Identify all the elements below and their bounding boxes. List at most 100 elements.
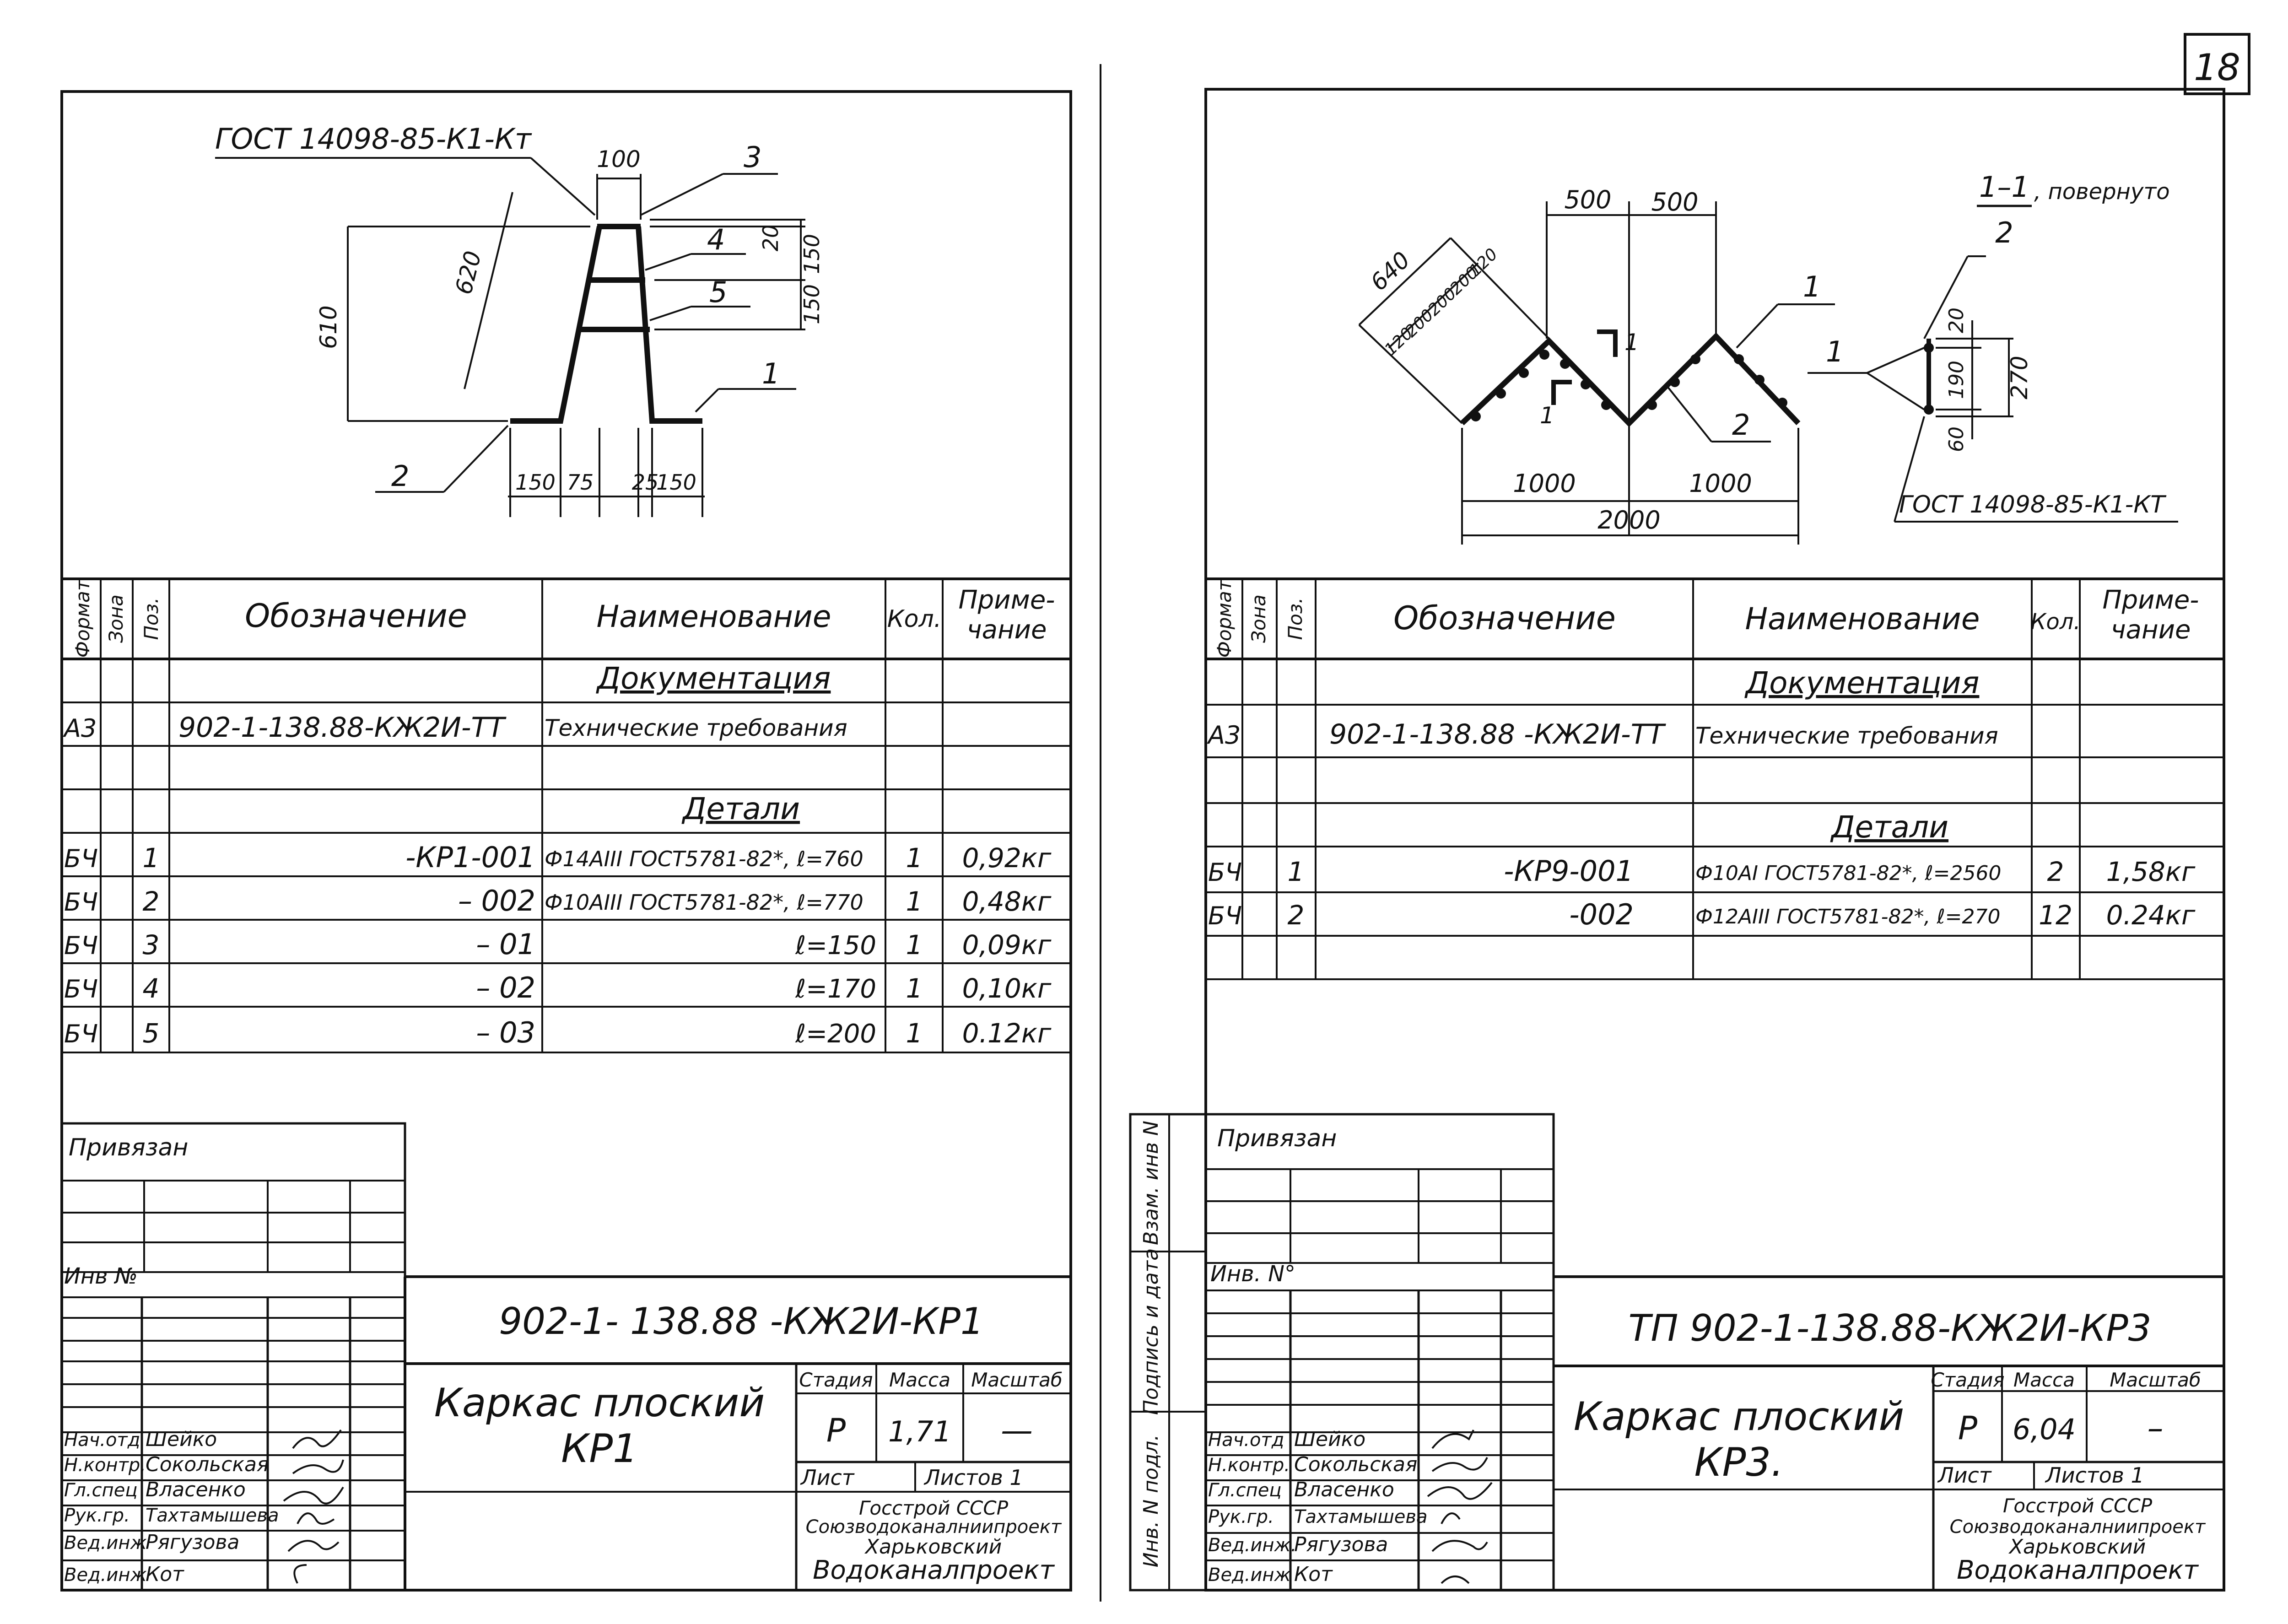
staff-role: Гл.спец bbox=[64, 1480, 138, 1501]
left-dim-100: 100 bbox=[597, 146, 640, 173]
cell-pos: 2 bbox=[143, 886, 160, 917]
right-hdr-note2: чание bbox=[2111, 615, 2191, 645]
right-stage-value: Р bbox=[1958, 1409, 1978, 1447]
section-dot-top bbox=[1924, 343, 1934, 353]
left-org-4: Водоканалпроект bbox=[813, 1555, 1055, 1585]
side-stamp-inv-original: Инв. N подл. bbox=[1139, 1435, 1163, 1568]
left-drawing-code: 902-1- 138.88 -КЖ2И-КР1 bbox=[499, 1300, 984, 1343]
cell-qty: 12 bbox=[2039, 900, 2072, 931]
cell-pos: 1 bbox=[143, 842, 160, 874]
right-sheet-label: Лист bbox=[1937, 1463, 1992, 1488]
cell-pos: 1 bbox=[1288, 856, 1305, 887]
right-staff-row: Вед.инж Кот bbox=[1208, 1563, 1333, 1586]
section-marker bbox=[1597, 329, 1618, 357]
left-section-parts: Детали bbox=[681, 791, 800, 826]
right-section-note: , повернуто bbox=[2034, 179, 2170, 205]
cell-format: БЧ bbox=[64, 888, 98, 917]
right-dim-500a: 500 bbox=[1564, 185, 1611, 214]
staff-role: Нач.отд bbox=[64, 1430, 140, 1451]
cell-name: Ф12АIII ГОСТ5781-82*, ℓ=270 bbox=[1695, 905, 2000, 928]
right-org-1: Госстрой СССР bbox=[2003, 1495, 2153, 1517]
cell-name: Ф10АI ГОСТ5781-82*, ℓ=2560 bbox=[1695, 862, 2002, 885]
cell-designation: -КР1-001 bbox=[405, 841, 535, 874]
staff-name: Кот bbox=[1294, 1563, 1333, 1586]
right-mass-header: Масса bbox=[2013, 1369, 2075, 1391]
left-hdr-note1: Приме- bbox=[959, 585, 1055, 615]
left-hdr-qty: Кол. bbox=[887, 605, 942, 633]
left-hdr-pos: Поз. bbox=[140, 598, 162, 640]
right-sec-pos-1: 1 bbox=[1826, 335, 1844, 368]
right-spec-table: Формат Зона Поз. Обозначение Наименовани… bbox=[1206, 577, 2224, 980]
staff-role: Н.контр. bbox=[64, 1455, 146, 1476]
right-org-4: Водоканалпроект bbox=[1957, 1555, 2199, 1585]
staff-role: Вед.инж bbox=[64, 1565, 147, 1586]
cell-format: БЧ bbox=[64, 975, 98, 1004]
right-drawing-code: ТП 902-1-138.88-КЖ2И-КР3 bbox=[1628, 1307, 2151, 1349]
right-sec-dim-60: 60 bbox=[1945, 426, 1968, 452]
left-dim-b1: 150 bbox=[515, 470, 556, 495]
right-hdr-format: Формат bbox=[1213, 579, 1236, 658]
left-spec-row: БЧ 2 – 002 Ф10АIII ГОСТ5781-82*, ℓ=770 1… bbox=[64, 884, 1052, 917]
cell-designation: 902-1-138.88-КЖ2И-ТТ bbox=[178, 712, 507, 744]
left-rebar-frame bbox=[510, 226, 702, 424]
right-org-2: Союзводоканалниипроект bbox=[1950, 1516, 2206, 1538]
right-hdr-name: Наименование bbox=[1745, 601, 1980, 637]
staff-role: Нач.отд bbox=[1208, 1430, 1284, 1451]
left-dim-610: 610 bbox=[315, 305, 342, 349]
staff-role: Рук.гр. bbox=[64, 1505, 130, 1526]
right-stage-header: Стадия bbox=[1931, 1369, 2004, 1391]
side-stamp-signature-date: Подпись и дата bbox=[1139, 1248, 1163, 1415]
left-inv-label: Инв № bbox=[64, 1263, 138, 1289]
left-pos-5: 5 bbox=[709, 275, 727, 309]
section-dot-bottom bbox=[1924, 405, 1934, 415]
staff-name: Тахтамышева bbox=[1294, 1506, 1427, 1527]
left-section-docs: Документация bbox=[596, 661, 831, 696]
left-dim-b4: 150 bbox=[656, 470, 696, 495]
cell-pos: 2 bbox=[1288, 900, 1305, 931]
cell-name: Ф14АIII ГОСТ5781-82*, ℓ=760 bbox=[545, 847, 863, 871]
left-mass-value: 1,71 bbox=[888, 1415, 951, 1448]
right-spec-row: А3 902-1-138.88 -КЖ2И-ТТ Технические тре… bbox=[1207, 718, 1998, 750]
left-staff-row: Рук.гр. Тахтамышева bbox=[64, 1505, 279, 1526]
right-dim-1000a: 1000 bbox=[1513, 469, 1576, 498]
cell-note: 0.12кг bbox=[962, 1018, 1052, 1049]
cell-name: ℓ=200 bbox=[795, 1019, 876, 1049]
left-staff-row: Вед.инж Кот bbox=[64, 1563, 184, 1586]
staff-name: Кот bbox=[146, 1563, 184, 1586]
staff-role: Гл.спец bbox=[1208, 1480, 1282, 1501]
right-dim-500b: 500 bbox=[1651, 188, 1698, 216]
cell-designation: 902-1-138.88 -КЖ2И-ТТ bbox=[1329, 718, 1666, 750]
right-dim-1000b: 1000 bbox=[1689, 469, 1752, 498]
right-hdr-designation: Обозначение bbox=[1393, 599, 1616, 637]
left-title-block: Привязан Инв № Нач.отд Шейко Н.контр bbox=[60, 1122, 1071, 1592]
left-spec-table: Формат Зона Поз. Обозначение Наименовани… bbox=[62, 577, 1071, 1053]
right-title-block: Привязан Инв. N° Нач.отд Шейко Н.контр. bbox=[1204, 1113, 2224, 1592]
left-scale-header: Масштаб bbox=[971, 1369, 1063, 1391]
right-dim-2000: 2000 bbox=[1597, 506, 1660, 534]
cell-qty: 1 bbox=[906, 842, 923, 874]
right-staff-row: Рук.гр. Тахтамышева bbox=[1208, 1506, 1427, 1527]
left-spec-row: БЧ 3 – 01 ℓ=150 1 0,09кг bbox=[64, 928, 1052, 961]
right-hdr-zone: Зона bbox=[1247, 594, 1270, 643]
cell-qty: 1 bbox=[906, 1018, 923, 1049]
left-gost-label: ГОСТ 14098-85-К1-Кт bbox=[215, 122, 532, 156]
cell-designation: -002 bbox=[1569, 898, 1634, 931]
cell-format: А3 bbox=[63, 714, 97, 743]
right-side-stamp: Взам. инв N Подпись и дата Инв. N подл. bbox=[1129, 1113, 1207, 1592]
right-hdr-note1: Приме- bbox=[2103, 585, 2199, 615]
left-pos-1: 1 bbox=[762, 357, 780, 390]
left-scale-value: — bbox=[1001, 1412, 1033, 1449]
staff-name: Шейко bbox=[1294, 1428, 1365, 1451]
right-staff-row: Н.контр. Сокольская bbox=[1208, 1453, 1417, 1476]
cell-name: Ф10АIII ГОСТ5781-82*, ℓ=770 bbox=[545, 890, 863, 915]
cell-format: БЧ bbox=[64, 844, 98, 873]
right-sec-dim-20: 20 bbox=[1945, 308, 1968, 333]
cell-name: Технические требования bbox=[1695, 723, 1998, 749]
staff-role: Рук.гр. bbox=[1208, 1506, 1274, 1527]
left-spec-row: БЧ 1 -КР1-001 Ф14АIII ГОСТ5781-82*, ℓ=76… bbox=[64, 841, 1052, 874]
cell-designation: – 02 bbox=[476, 971, 535, 1004]
right-crossbar-dots bbox=[1471, 350, 1787, 421]
cell-pos: 5 bbox=[143, 1018, 160, 1049]
cell-designation: – 01 bbox=[476, 928, 535, 961]
